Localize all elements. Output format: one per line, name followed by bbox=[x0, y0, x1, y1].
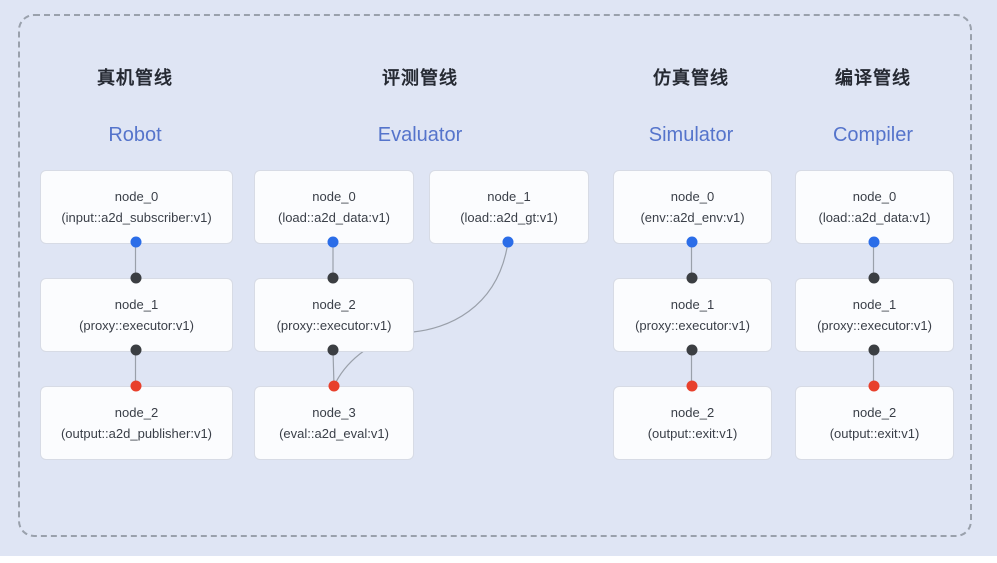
node-name: node_1 bbox=[670, 297, 715, 312]
output-port-dot bbox=[686, 344, 697, 356]
node-name: node_2 bbox=[114, 405, 159, 420]
pipeline-title-robot: 真机管线 bbox=[97, 68, 173, 88]
robot-node-2[interactable]: node_2 (output::a2d_publisher:v1) bbox=[40, 386, 233, 460]
node-name: node_2 bbox=[312, 297, 356, 312]
node-name: node_2 bbox=[852, 405, 897, 420]
input-port-dot bbox=[868, 272, 879, 284]
compiler-node-1[interactable]: node_1 (proxy::executor:v1) bbox=[795, 278, 954, 352]
evaluator-node-3[interactable]: node_3 (eval::a2d_eval:v1) bbox=[254, 386, 414, 460]
simulator-node-2[interactable]: node_2 (output::exit:v1) bbox=[613, 386, 772, 460]
compiler-node-0[interactable]: node_0 (load::a2d_data:v1) bbox=[795, 170, 954, 244]
node-detail: (output::exit:v1) bbox=[829, 426, 920, 441]
compiler-node-2[interactable]: node_2 (output::exit:v1) bbox=[795, 386, 954, 460]
node-name: node_3 bbox=[312, 405, 356, 420]
pipeline-title-simulator: 仿真管线 bbox=[653, 68, 729, 88]
simulator-node-0[interactable]: node_0 (env::a2d_env:v1) bbox=[613, 170, 772, 244]
input-port-dot bbox=[868, 380, 879, 392]
output-port-dot bbox=[868, 344, 879, 356]
pipeline-subtitle-simulator: Simulator bbox=[648, 124, 734, 146]
pipeline-subtitle-robot: Robot bbox=[108, 124, 162, 146]
evaluator-node-0[interactable]: node_0 (load::a2d_data:v1) bbox=[254, 170, 414, 244]
pipeline-title-compiler: 编译管线 bbox=[835, 68, 911, 88]
input-port-dot bbox=[130, 380, 141, 392]
node-detail: (proxy::executor:v1) bbox=[635, 318, 750, 333]
node-detail: (proxy::executor:v1) bbox=[817, 318, 932, 333]
output-port-dot bbox=[868, 236, 879, 248]
node-name: node_0 bbox=[312, 189, 356, 204]
output-port-dot bbox=[130, 344, 141, 356]
node-detail: (proxy::executor:v1) bbox=[79, 318, 194, 333]
input-port-dot bbox=[327, 272, 339, 284]
input-port-dot bbox=[328, 380, 340, 392]
node-name: node_0 bbox=[670, 189, 715, 204]
output-port-dot bbox=[327, 236, 339, 248]
output-port-dot bbox=[130, 236, 141, 248]
node-detail: (output::a2d_publisher:v1) bbox=[60, 426, 213, 441]
output-port-dot bbox=[686, 236, 697, 248]
input-port-dot bbox=[686, 272, 697, 284]
node-detail: (load::a2d_gt:v1) bbox=[460, 210, 558, 225]
node-name: node_1 bbox=[114, 297, 159, 312]
dashed-frame bbox=[18, 14, 972, 537]
input-port-dot bbox=[686, 380, 697, 392]
node-detail: (load::a2d_data:v1) bbox=[818, 210, 931, 225]
node-name: node_0 bbox=[852, 189, 897, 204]
node-detail: (env::a2d_env:v1) bbox=[640, 210, 745, 225]
output-port-dot bbox=[327, 344, 339, 356]
node-name: node_1 bbox=[852, 297, 897, 312]
evaluator-node-1[interactable]: node_1 (load::a2d_gt:v1) bbox=[429, 170, 589, 244]
evaluator-node-2[interactable]: node_2 (proxy::executor:v1) bbox=[254, 278, 414, 352]
node-detail: (output::exit:v1) bbox=[647, 426, 738, 441]
node-name: node_0 bbox=[114, 189, 159, 204]
robot-node-1[interactable]: node_1 (proxy::executor:v1) bbox=[40, 278, 233, 352]
input-port-dot bbox=[130, 272, 141, 284]
simulator-node-1[interactable]: node_1 (proxy::executor:v1) bbox=[613, 278, 772, 352]
node-detail: (proxy::executor:v1) bbox=[276, 318, 392, 333]
output-port-dot bbox=[502, 236, 514, 248]
node-detail: (eval::a2d_eval:v1) bbox=[279, 426, 389, 441]
node-detail: (load::a2d_data:v1) bbox=[277, 210, 391, 225]
node-detail: (input::a2d_subscriber:v1) bbox=[61, 210, 212, 225]
node-name: node_2 bbox=[670, 405, 715, 420]
pipeline-subtitle-evaluator: Evaluator bbox=[377, 124, 463, 146]
robot-node-0[interactable]: node_0 (input::a2d_subscriber:v1) bbox=[40, 170, 233, 244]
pipeline-subtitle-compiler: Compiler bbox=[832, 124, 914, 146]
pipeline-title-evaluator: 评测管线 bbox=[382, 68, 458, 88]
node-name: node_1 bbox=[487, 189, 531, 204]
